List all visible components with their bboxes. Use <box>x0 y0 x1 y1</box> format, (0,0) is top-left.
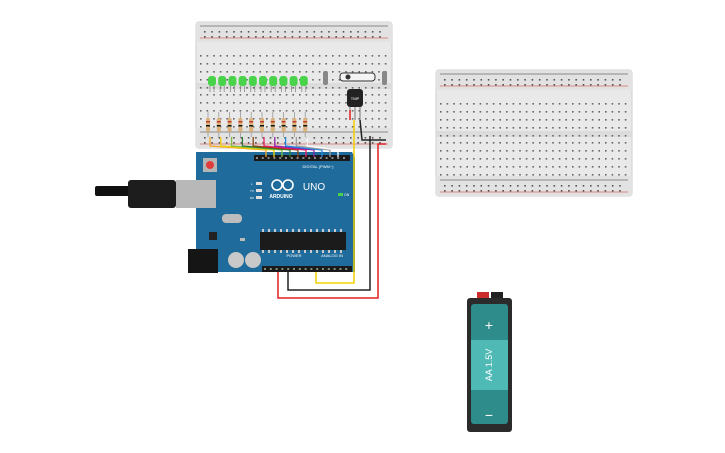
led[interactable] <box>248 76 257 92</box>
resistor[interactable] <box>260 112 264 137</box>
sensor-label: TMP <box>351 96 360 101</box>
on-label: ON <box>344 193 350 197</box>
digital-label: DIGITAL (PWM~) <box>303 164 335 169</box>
wires[interactable] <box>209 110 386 299</box>
arduino-brand: ARDUINO <box>269 194 292 200</box>
resistor[interactable] <box>303 112 308 137</box>
led[interactable] <box>279 76 288 92</box>
led-label-l: L <box>251 182 253 186</box>
battery-plus: + <box>485 317 493 333</box>
led-label-rx: RX <box>250 196 254 200</box>
switch-icon[interactable] <box>323 71 387 85</box>
resistor-array[interactable] <box>206 112 308 137</box>
arduino-board[interactable]: ARDUINO UNO DIGITAL (PWM~) POWER ANALOG … <box>95 152 355 273</box>
breadboard-right[interactable] <box>435 69 633 197</box>
battery-minus: − <box>485 407 493 423</box>
digital-header[interactable] <box>254 155 350 161</box>
power-jack-icon <box>188 249 218 273</box>
led-array[interactable] <box>208 76 308 92</box>
led[interactable] <box>218 76 227 92</box>
arduino-logo-icon <box>271 179 294 191</box>
status-leds: L TX RX <box>250 182 343 200</box>
capacitor-icon <box>228 252 244 268</box>
reset-button-icon[interactable] <box>203 158 217 172</box>
resistor[interactable] <box>227 112 232 137</box>
battery-label: AA 1.5V <box>484 349 494 382</box>
arduino-model: UNO <box>303 182 325 193</box>
resistor[interactable] <box>216 112 221 137</box>
resistor[interactable] <box>238 112 243 137</box>
resistor[interactable] <box>206 112 210 137</box>
led-label-tx: TX <box>250 189 254 193</box>
chip-icon <box>260 229 346 253</box>
resistor[interactable] <box>270 112 275 137</box>
led[interactable] <box>238 76 247 92</box>
led[interactable] <box>208 76 216 92</box>
led[interactable] <box>289 76 298 92</box>
usb-plug-icon[interactable] <box>95 180 216 208</box>
capacitor-icon <box>245 252 261 268</box>
resistor[interactable] <box>249 112 254 137</box>
resistor[interactable] <box>292 112 297 137</box>
led[interactable] <box>299 76 308 92</box>
led[interactable] <box>269 76 278 92</box>
power-analog-header[interactable] <box>262 266 352 272</box>
led[interactable] <box>228 76 237 92</box>
led[interactable] <box>259 76 267 92</box>
analog-label: ANALOG IN <box>321 253 343 258</box>
resistor[interactable] <box>281 112 286 137</box>
power-label: POWER <box>286 253 301 258</box>
battery-icon[interactable]: + − AA 1.5V <box>467 292 512 432</box>
